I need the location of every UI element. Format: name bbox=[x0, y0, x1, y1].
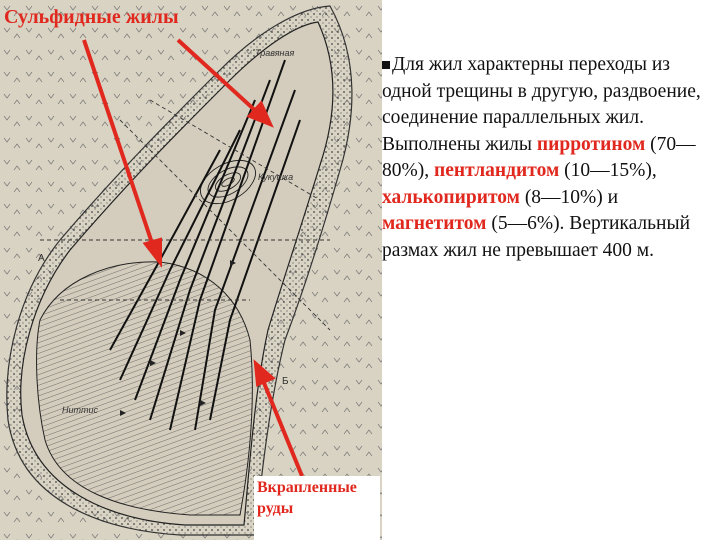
mineral-magnetite: магнетитом bbox=[382, 213, 487, 234]
slide-title: Сульфидные жилы bbox=[4, 6, 179, 28]
body-text-2: (70—80%), bbox=[382, 133, 696, 182]
body-text-3: (10—15%), bbox=[559, 160, 657, 181]
geological-map: Травяная Кукушка Ниттис А Б bbox=[0, 0, 382, 540]
bullet-paragraph: Для жил характерны переходы из одной тре… bbox=[382, 52, 712, 264]
callout-line-2: руды bbox=[257, 500, 294, 517]
callout-label: Вкрапленные руды bbox=[257, 477, 381, 519]
arrow-lower bbox=[260, 377, 304, 477]
faults bbox=[40, 99, 331, 331]
body-text-5: (5—6%). Вертикальный размах жил не превы… bbox=[382, 213, 691, 261]
label-nittis: Ниттис bbox=[62, 405, 99, 415]
body-text-4: (8—10%) и bbox=[519, 186, 619, 208]
arrow-lower-head bbox=[253, 359, 276, 387]
callout-line-1: Вкрапленные bbox=[257, 479, 357, 496]
mineral-chalcopyrite: халькопиритом bbox=[382, 186, 520, 208]
arrow-left-head bbox=[142, 237, 162, 268]
bullet-icon bbox=[382, 61, 390, 69]
body-text-1: Для жил характерны переходы из одной тре… bbox=[382, 54, 701, 155]
callout-label-box bbox=[254, 476, 380, 540]
mineral-pyrrhotite: пирротином bbox=[536, 133, 646, 155]
arrows bbox=[120, 260, 236, 416]
disseminated-ore-zone bbox=[36, 261, 253, 516]
label-a: А bbox=[38, 253, 45, 264]
label-b: Б bbox=[282, 376, 289, 387]
red-arrows bbox=[82, 38, 304, 477]
mineral-pentlandite: пентландитом bbox=[434, 160, 560, 181]
label-travyanaya: Травяная bbox=[255, 48, 294, 58]
arrow-right-head bbox=[246, 100, 274, 128]
arrow-right bbox=[176, 38, 261, 116]
label-kukushka: Кукушка bbox=[258, 172, 293, 182]
map-drawing: Травяная Кукушка Ниттис А Б bbox=[0, 0, 382, 540]
arrow-left bbox=[82, 39, 155, 247]
